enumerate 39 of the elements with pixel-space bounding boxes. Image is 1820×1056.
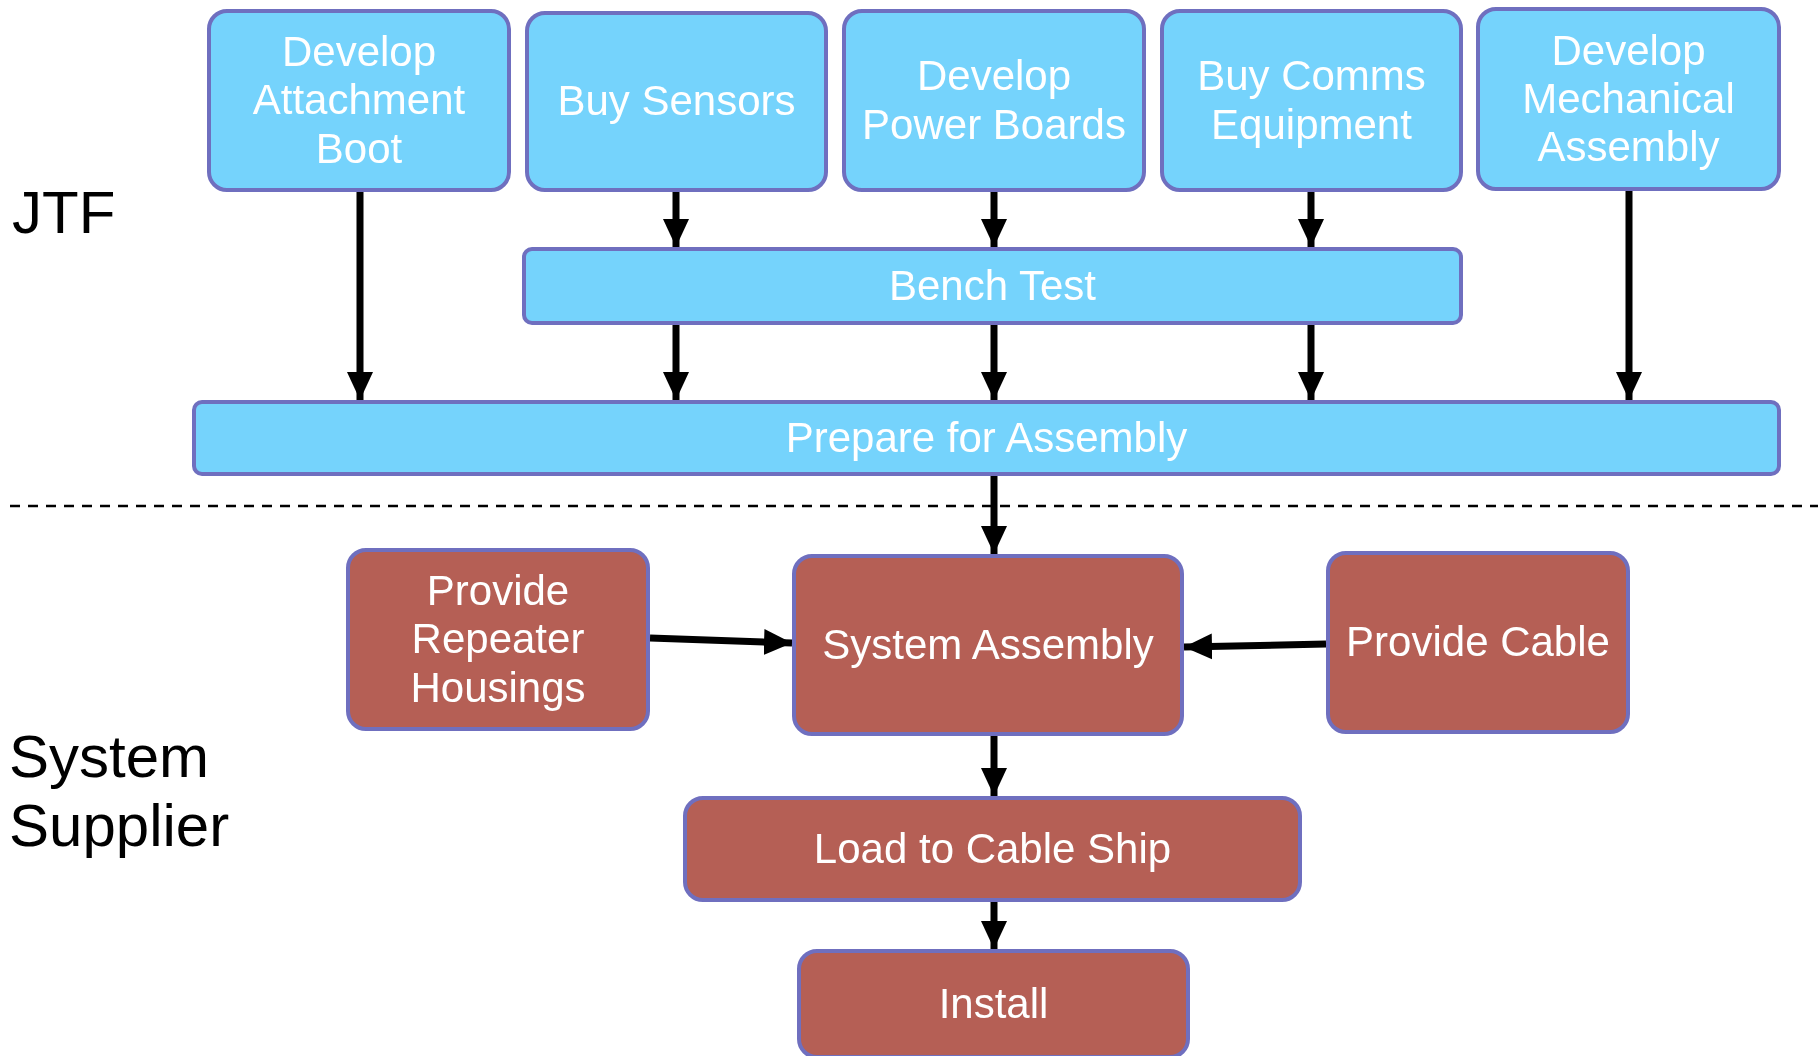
box-label: Bench Test: [889, 261, 1096, 311]
process-box: [522, 247, 1463, 325]
group-label: JTF: [12, 178, 116, 247]
process-box: [207, 9, 511, 192]
box-label: Buy Sensors: [557, 77, 796, 126]
process-box: [792, 554, 1184, 736]
box-label: Develop Power Boards: [861, 52, 1127, 149]
box-label: Install: [938, 979, 1049, 1029]
box-label: Provide Cable: [1346, 618, 1610, 667]
box-label: Prepare for Assembly: [785, 413, 1188, 463]
arrow: [981, 902, 1007, 949]
process-box: [683, 796, 1302, 902]
arrow: [649, 629, 793, 655]
box-label: System Assembly: [822, 620, 1154, 670]
box-label: Develop Attachment Boot: [251, 28, 467, 173]
box-label: Buy Comms Equipment: [1196, 52, 1427, 149]
process-box: [1476, 7, 1781, 191]
arrow: [1183, 633, 1327, 660]
arrow: [663, 192, 689, 247]
arrow: [1298, 192, 1324, 247]
group-label: System Supplier: [9, 722, 231, 860]
arrow: [981, 192, 1007, 247]
arrow: [663, 325, 689, 400]
process-box: [1160, 9, 1463, 192]
process-box: [192, 400, 1781, 476]
box-label: Develop Mechanical Assembly: [1521, 26, 1736, 172]
process-box: [842, 9, 1146, 192]
arrow: [1298, 325, 1324, 400]
arrow: [981, 325, 1007, 400]
arrow: [1616, 191, 1642, 400]
process-box: [346, 548, 650, 731]
box-label: Load to Cable Ship: [813, 824, 1172, 874]
arrow: [981, 476, 1007, 554]
process-box: [797, 949, 1190, 1056]
box-label: Provide Repeater Housings: [409, 567, 587, 712]
process-box: [525, 11, 828, 192]
arrow: [981, 736, 1007, 796]
process-box: [1326, 551, 1630, 734]
arrow: [347, 192, 373, 400]
